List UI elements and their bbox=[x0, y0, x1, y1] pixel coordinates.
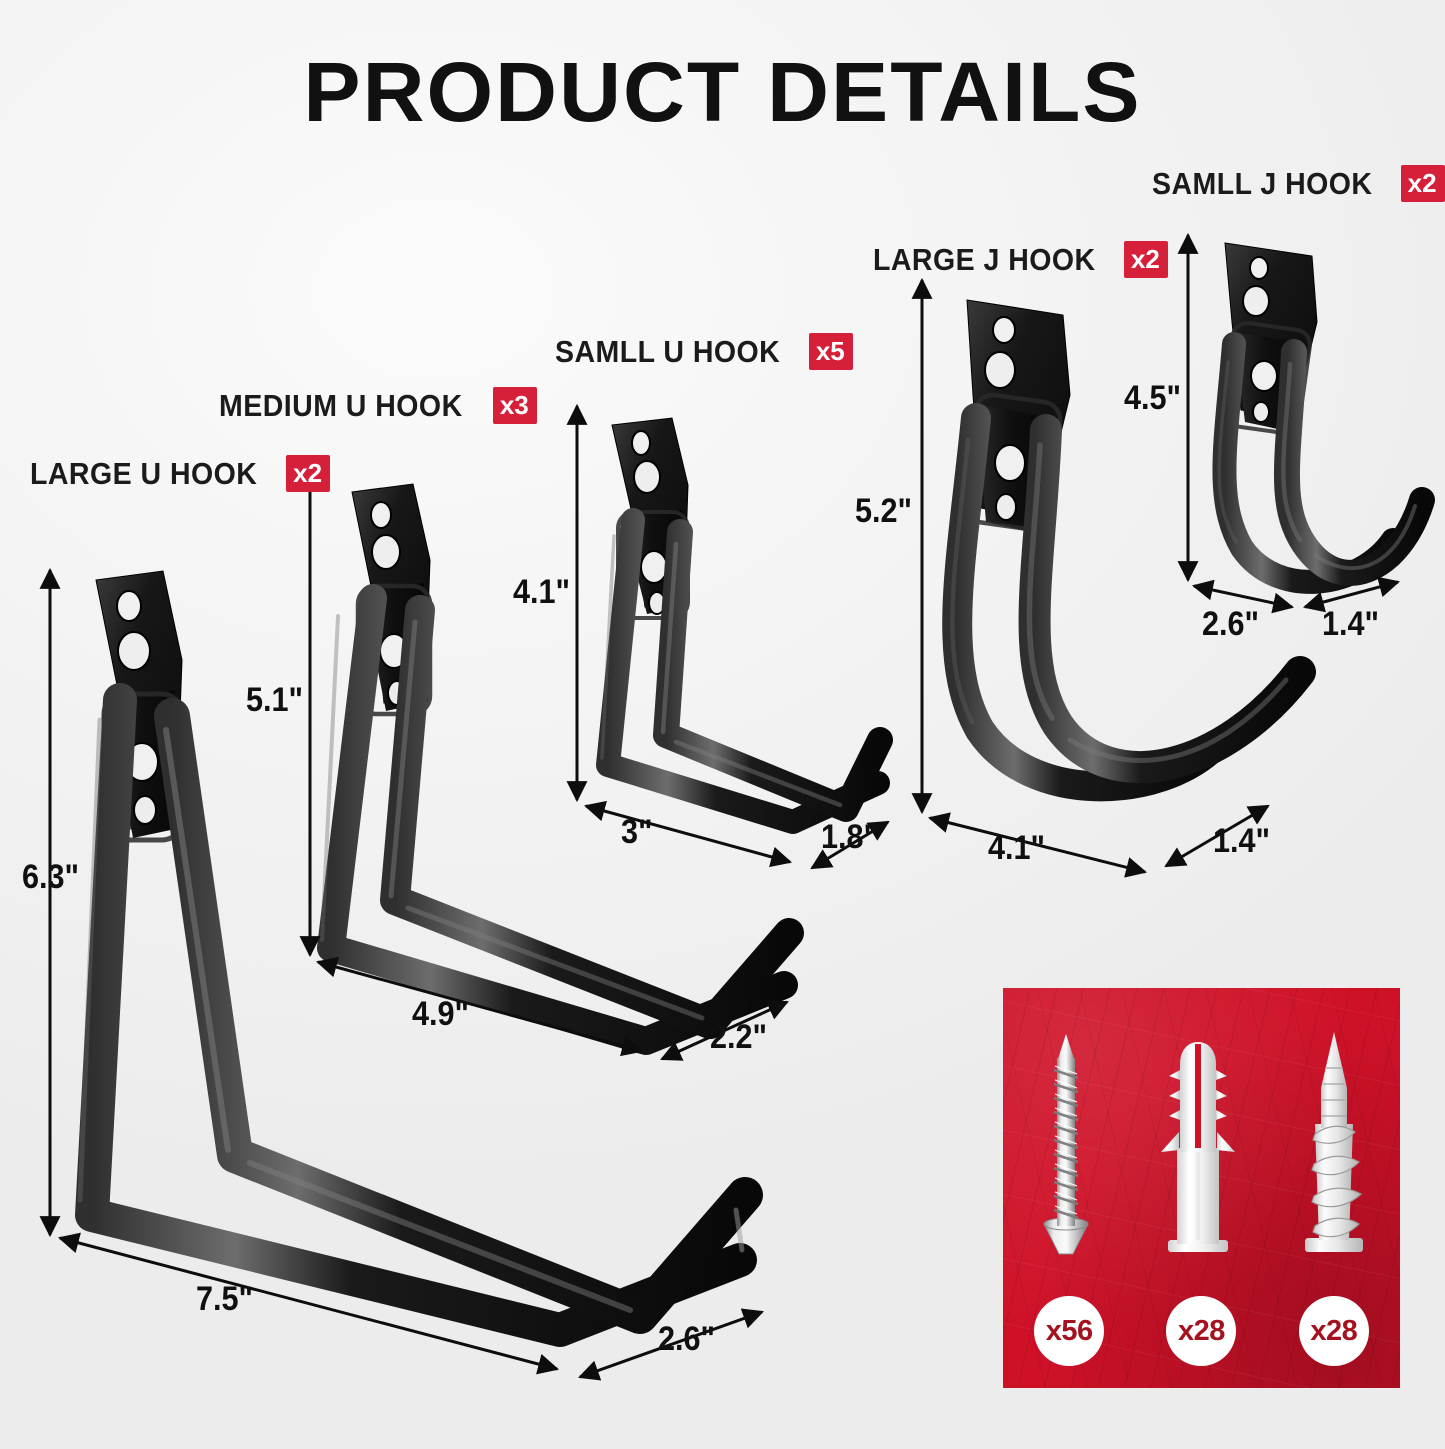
dim-large-j-length: 4.1" bbox=[988, 829, 1046, 867]
dim-medium-u-height: 5.1" bbox=[246, 681, 304, 719]
dim-large-j-height: 5.2" bbox=[855, 492, 913, 530]
screw-icon bbox=[1043, 1034, 1089, 1255]
label-small-j-hook: SAMLL J HOOK x2 bbox=[1152, 165, 1445, 202]
label-medium-u-hook: MEDIUM U HOOK x3 bbox=[219, 387, 537, 424]
label-text: SAMLL J HOOK bbox=[1152, 165, 1373, 201]
dim-small-j-height: 4.5" bbox=[1124, 379, 1182, 417]
wall-anchor-icon bbox=[1161, 1042, 1236, 1252]
dim-large-u-depth: 2.6" bbox=[658, 1320, 716, 1358]
label-large-u-hook: LARGE U HOOK x2 bbox=[30, 455, 331, 492]
label-small-u-hook: SAMLL U HOOK x5 bbox=[555, 333, 853, 370]
drywall-anchor-icon bbox=[1305, 1032, 1364, 1252]
dim-small-u-length: 3" bbox=[621, 813, 653, 851]
small-u-hook-illustration bbox=[596, 417, 893, 834]
dim-large-u-height: 6.3" bbox=[22, 858, 80, 896]
dim-medium-u-length: 4.9" bbox=[412, 995, 470, 1033]
dim-small-u-height: 4.1" bbox=[513, 573, 571, 611]
dim-small-j-depth: 1.4" bbox=[1322, 605, 1380, 643]
dim-medium-u-depth: 2.2" bbox=[710, 1018, 768, 1056]
count-badge: x2 bbox=[286, 455, 331, 492]
page-title: PRODUCT DETAILS bbox=[303, 45, 1142, 139]
label-large-j-hook: LARGE J HOOK x2 bbox=[873, 241, 1168, 278]
dim-large-u-length: 7.5" bbox=[196, 1280, 254, 1318]
large-u-hook-illustration bbox=[75, 570, 763, 1347]
medium-u-hook-illustration bbox=[317, 483, 804, 1055]
count-badge: x5 bbox=[808, 333, 853, 370]
count-badge: x3 bbox=[492, 387, 537, 424]
hardware-items bbox=[1003, 1028, 1400, 1278]
count-badge-screw: x56 bbox=[1034, 1296, 1105, 1366]
label-text: MEDIUM U HOOK bbox=[219, 387, 463, 423]
count-badge-drywall-anchor: x28 bbox=[1298, 1296, 1369, 1366]
count-badge-wall-anchor: x28 bbox=[1166, 1296, 1237, 1366]
label-text: SAMLL U HOOK bbox=[555, 333, 781, 369]
label-text: LARGE J HOOK bbox=[873, 241, 1096, 277]
dim-small-u-depth: 1.8" bbox=[821, 818, 879, 856]
count-badge: x2 bbox=[1400, 165, 1445, 202]
label-text: LARGE U HOOK bbox=[30, 455, 258, 491]
count-badge: x2 bbox=[1123, 241, 1168, 278]
hardware-counts: x56 x28 x28 bbox=[1003, 1296, 1400, 1366]
hardware-panel: x56 x28 x28 bbox=[1003, 988, 1400, 1388]
large-j-hook-illustration bbox=[942, 299, 1316, 802]
dim-small-j-length: 2.6" bbox=[1202, 605, 1260, 643]
small-j-hook-illustration bbox=[1212, 242, 1435, 594]
dim-large-j-depth: 1.4" bbox=[1213, 822, 1271, 860]
